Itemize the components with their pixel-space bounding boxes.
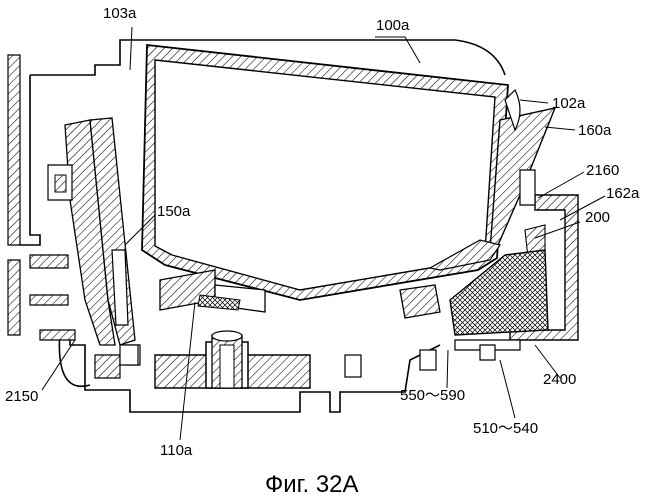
label-550-590: 550～590 <box>400 387 465 404</box>
label-510-540: 510～540 <box>473 420 538 437</box>
label-2150: 2150 <box>5 388 38 405</box>
circuit-board-510-540 <box>430 240 548 360</box>
label-103a: 103a <box>103 5 137 22</box>
label-160a: 160a <box>578 122 612 139</box>
label-110a: 110a <box>160 442 193 459</box>
label-200: 200 <box>585 209 610 226</box>
supply-needle-110a <box>155 331 310 388</box>
label-102a: 102a <box>552 95 586 112</box>
label-2400: 2400 <box>543 371 576 388</box>
label-100a: 100a <box>376 17 410 34</box>
label-2160: 2160 <box>586 162 619 179</box>
label-150a: 150a <box>157 203 191 220</box>
figure-caption: Фиг. 32А <box>265 471 359 498</box>
label-162a: 162a <box>606 185 640 202</box>
